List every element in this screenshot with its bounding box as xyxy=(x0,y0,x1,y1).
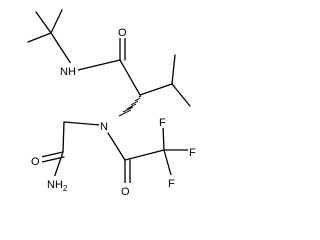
bond-ch2-amide-c xyxy=(62,121,65,153)
atom-n-central-label: N xyxy=(100,121,108,133)
atom-f-bottom: F xyxy=(167,175,177,190)
atom-nh2-label: NH xyxy=(47,179,63,191)
atom-o-amide-top-label: O xyxy=(118,27,127,39)
bond-tbu-methyl-1 xyxy=(35,11,52,34)
stereo-hashed-wedge xyxy=(118,95,142,117)
atom-f-top-label: F xyxy=(159,117,166,129)
bond-n-ch2 xyxy=(63,121,101,126)
bond-amide-c-o-2 xyxy=(41,156,65,163)
bond-tbu-methyl-3 xyxy=(27,32,52,43)
atom-o-tfa: O xyxy=(120,183,132,198)
bond-amide-c-o-1 xyxy=(40,151,64,158)
atom-nh2: NH2 xyxy=(45,176,70,193)
bond-carbonyl-alpha xyxy=(119,59,141,96)
molecule-structure: NH O N O NH2 O F F F xyxy=(27,9,198,198)
bond-cbeta-methyl-1 xyxy=(171,54,176,85)
atom-f-top: F xyxy=(158,114,168,129)
atom-f-bottom-label: F xyxy=(168,178,175,190)
bond-tfa-c-cf3 xyxy=(124,149,165,161)
atom-o-amide-bottom: O xyxy=(30,153,42,168)
atom-n-central: N xyxy=(99,118,111,133)
svg-text:NH2: NH2 xyxy=(47,179,68,193)
atom-f-right: F xyxy=(188,144,198,159)
atom-o-tfa-label: O xyxy=(121,186,130,198)
bond-cf3-f-top xyxy=(162,125,165,151)
bond-cf3-f-bottom xyxy=(163,149,172,176)
bond-amide-c-nh2 xyxy=(53,151,64,179)
atom-o-amide-bottom-label: O xyxy=(31,156,40,168)
bond-n-tfa-c xyxy=(107,132,126,161)
bond-tbu-methyl-2 xyxy=(50,9,63,34)
atom-nh2-subscript: 2 xyxy=(63,184,68,193)
atom-o-amide-top: O xyxy=(117,24,129,39)
atom-nh-amide: NH xyxy=(59,63,78,78)
bond-nh-carbonyl xyxy=(77,59,121,71)
bond-alpha-cbeta xyxy=(139,83,173,96)
atom-f-right-label: F xyxy=(189,147,196,159)
bond-cbeta-methyl-2 xyxy=(171,83,191,107)
atom-nh-amide-label: NH xyxy=(60,66,76,78)
